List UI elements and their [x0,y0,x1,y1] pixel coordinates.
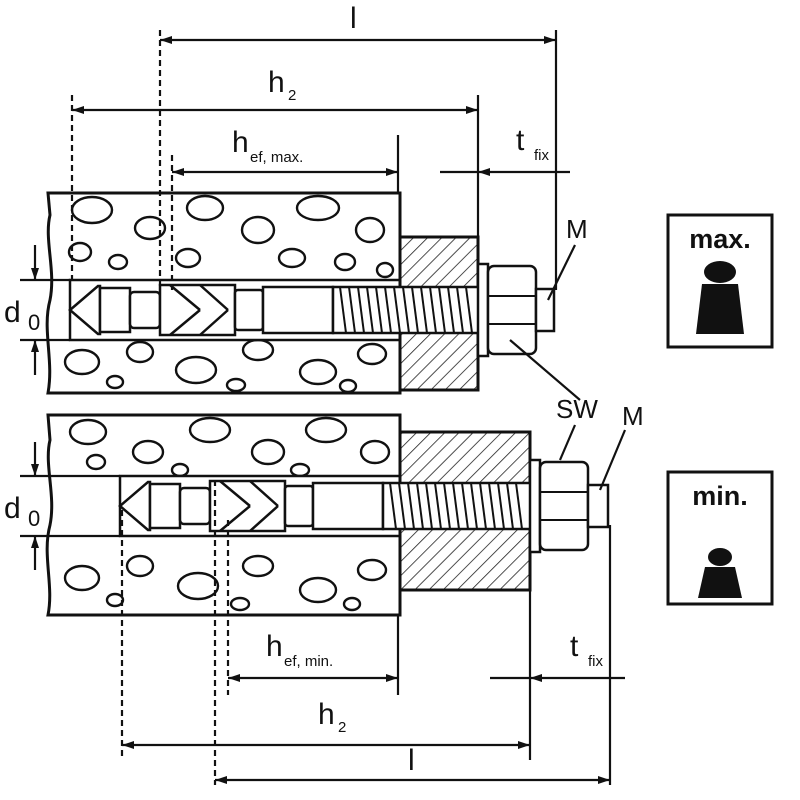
label-tfix-top: t [516,124,525,157]
thread-lines-top [339,286,473,334]
label-hef-min: h [266,630,283,663]
label-hef-max: h [232,126,249,159]
label-M-top: M [566,214,588,244]
washer-bottom [528,458,542,554]
label-h2-top-sub: 2 [288,87,296,104]
rod-end-top [534,287,556,333]
label-tfix-bottom-sub: fix [588,653,604,670]
label-h2-bottom-sub: 2 [338,719,346,736]
label-hef-max-sub: ef, max. [250,149,303,166]
label-tfix-top-sub: fix [534,147,550,164]
bottom-assembly [45,413,610,617]
weight-small-icon [698,548,742,598]
nut-bottom [538,460,590,552]
dimension-lines [20,30,627,785]
thread-lines-bottom [389,482,523,530]
top-assembly [45,191,556,395]
label-tfix-bottom: t [570,630,579,663]
anchor-bolt-bottom [118,479,385,533]
label-h2-top: h [268,66,285,99]
label-d0-bottom-sub: 0 [28,506,40,531]
label-hef-min-sub: ef, min. [284,653,333,670]
label-SW: SW [556,394,598,424]
label-d0-top: d [4,296,21,329]
washer-top [476,262,490,358]
dimension-labels: l h 2 h ef, max. t fix d 0 M SW M d 0 h … [4,2,644,777]
weight-large-icon [696,261,744,334]
aggregate-stones-bottom [63,416,391,612]
label-M-bottom: M [622,401,644,431]
badge-max-label: max. [689,224,751,254]
badge-min-label: min. [692,481,748,511]
badge-min: min. [666,470,774,606]
badge-max: max. [666,213,774,349]
label-d0-top-sub: 0 [28,310,40,335]
label-h2-bottom: h [318,698,335,731]
anchor-bolt-top [68,283,335,337]
aggregate-stones-top [63,194,395,394]
label-l-bottom: l [408,744,415,777]
label-d0-bottom: d [4,492,21,525]
rod-end-bottom [586,483,610,529]
label-l-top: l [350,2,357,35]
